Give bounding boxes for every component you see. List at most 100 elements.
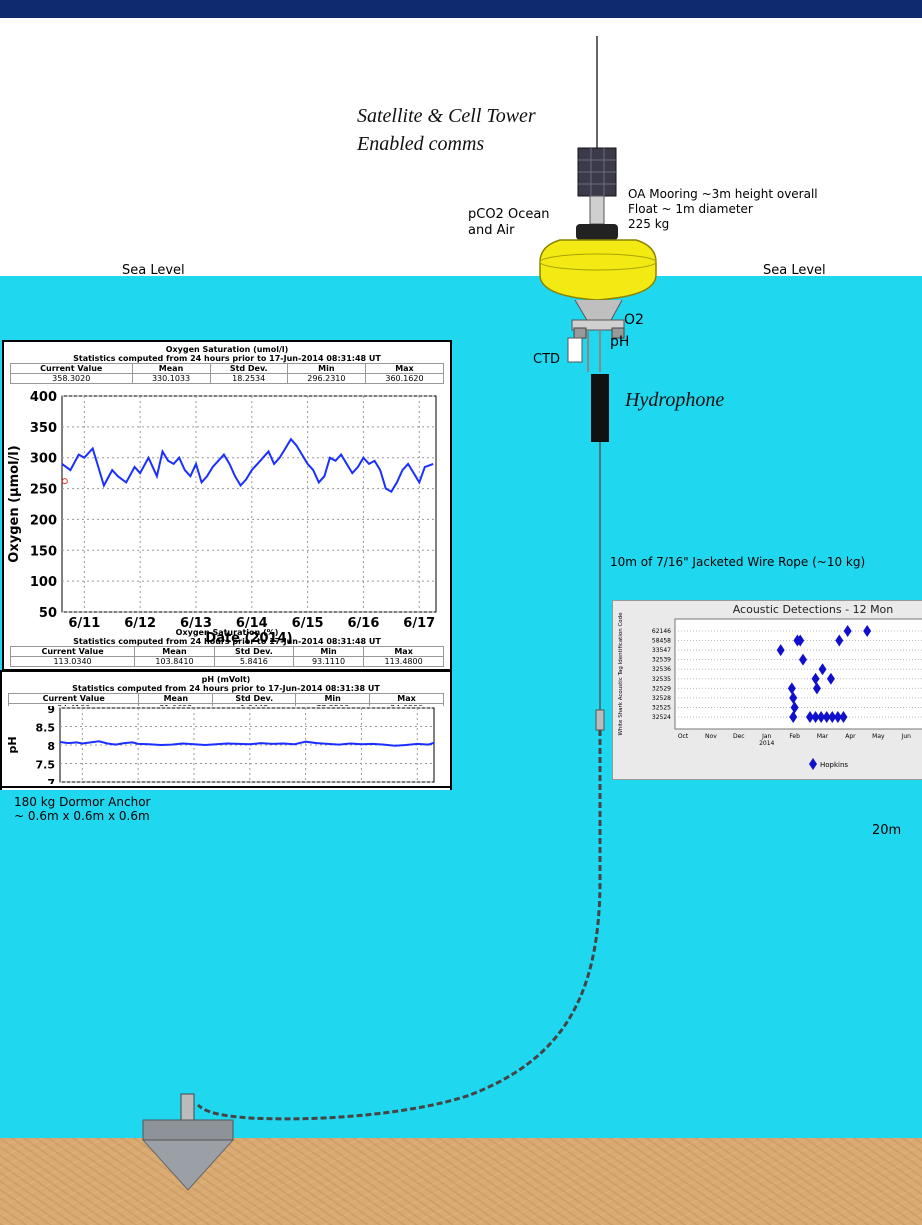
seabed — [0, 1138, 922, 1225]
x-tick-label: 6/11 — [68, 616, 100, 631]
y-tick-label: 58458 — [652, 638, 671, 645]
x-tick-label: Jun — [901, 733, 912, 740]
y-tick-label: 32535 — [652, 676, 671, 683]
oxygen-pct-stats-subtitle: Statistics computed from 24 hours prior … — [73, 637, 381, 646]
oxygen-pct-stats-title: Oxygen Saturation (%) — [175, 628, 279, 637]
detection-marker — [796, 634, 805, 647]
x-tick-label: Apr — [845, 733, 856, 740]
sea-level-label-right: Sea Level — [763, 263, 826, 278]
oxygen-stats-table: Current Value Mean Std Dev. Min Max 358.… — [10, 363, 445, 384]
x-tick-label: Nov — [705, 733, 717, 740]
detection-marker — [843, 625, 852, 637]
stats-value: 103.8410 — [134, 656, 215, 667]
ph-stats-subtitle: Statistics computed from 24 hours prior … — [72, 684, 380, 693]
sea-level-label-left: Sea Level — [122, 263, 185, 278]
x-tick-label: 6/17 — [403, 616, 435, 631]
stats-header: Std Dev. — [213, 646, 294, 657]
x-tick-label: Mar — [817, 733, 829, 740]
y-axis-label: pH — [6, 736, 19, 753]
outlier-point — [61, 478, 68, 485]
plot-area — [674, 618, 922, 730]
wire-rope-label: 10m of 7/16" Jacketed Wire Rope (~10 kg) — [610, 555, 866, 569]
stats-header: Std Dev. — [209, 363, 288, 374]
y-tick-label: 8 — [47, 740, 55, 753]
depth-label: 20m — [872, 823, 902, 838]
oxygen-stats-subtitle: Statistics computed from 24 hours prior … — [73, 354, 381, 363]
detection-marker — [789, 711, 798, 723]
satellite-label: Satellite & Cell Tower Enabled comms — [357, 105, 536, 155]
acoustic-chart: Acoustic Detections - 12 Mon325243252532… — [618, 603, 922, 770]
detection-marker — [799, 653, 807, 666]
detection-marker — [835, 634, 844, 647]
y-tick-label: 200 — [30, 513, 57, 528]
anchor-shackle — [180, 1093, 195, 1121]
y-tick-label: 100 — [30, 575, 57, 590]
y-tick-label: 8.5 — [36, 722, 56, 735]
y-tick-label: 300 — [30, 452, 57, 467]
series-line — [61, 437, 434, 494]
stats-header: Max — [363, 646, 444, 657]
stats-header: Max — [364, 363, 445, 374]
stats-header: Current Value — [9, 646, 136, 657]
ph-sensor-label: pH — [610, 334, 630, 350]
stats-value: 18.2534 — [209, 373, 288, 384]
detection-marker — [839, 711, 848, 723]
sky-area — [0, 18, 922, 276]
top-banner — [0, 0, 922, 18]
stats-header: Min — [286, 363, 366, 374]
x-tick-label: Dec — [733, 733, 745, 740]
y-tick-label: 32529 — [652, 685, 671, 692]
x-tick-label: Feb — [789, 733, 800, 740]
y-tick-label: 32536 — [652, 666, 671, 673]
y-axis-label: Oxygen (µmol/l) — [7, 445, 22, 562]
stats-header: Current Value — [7, 693, 140, 704]
stats-header: Current Value — [10, 363, 133, 374]
series-line — [59, 740, 435, 747]
stats-header: Min — [292, 646, 365, 657]
stats-value: 113.0340 — [9, 656, 136, 667]
dormor-anchor — [141, 1139, 235, 1191]
detection-marker — [818, 663, 827, 676]
stats-value: 358.3020 — [10, 373, 133, 384]
detection-marker — [828, 711, 837, 723]
x-tick-label: May — [872, 733, 885, 740]
y-tick-label: 32525 — [652, 704, 671, 711]
y-tick-label: 250 — [30, 483, 57, 498]
y-tick-label: 7 — [47, 777, 55, 784]
detection-marker — [811, 711, 820, 723]
x-tick-label: 6/14 — [236, 616, 268, 631]
oxygen-stats-title: Oxygen Saturation (umol/l) — [165, 345, 289, 354]
y-tick-label: 350 — [30, 421, 57, 436]
detection-marker — [812, 682, 821, 695]
x-tick-label: 2014 — [759, 740, 774, 747]
y-tick-label: 32528 — [652, 695, 671, 702]
stats-value: 360.1620 — [364, 373, 445, 384]
y-tick-label: 150 — [30, 544, 57, 559]
ph-stats-title: pH (mVolt) — [201, 675, 251, 684]
detection-marker — [789, 691, 798, 704]
ph-chart: 77.588.596/116/126/136/146/156/166/17pH — [6, 706, 435, 784]
x-tick-label: 6/16 — [347, 616, 379, 631]
anchor-label: 180 kg Dormor Anchor~ 0.6m x 0.6m x 0.6m — [14, 795, 151, 823]
chart-title: Acoustic Detections - 12 Mon — [733, 603, 894, 616]
detection-marker — [826, 672, 835, 685]
plot-area — [61, 395, 437, 613]
hydrophone-label: Hydrophone — [625, 389, 725, 411]
stats-value: 113.4800 — [363, 656, 444, 667]
instrument-frame — [571, 319, 625, 331]
buoy-collar — [576, 224, 618, 240]
legend-label: Hopkins — [820, 761, 848, 769]
y-tick-label: 400 — [30, 390, 57, 405]
y-tick-label: 50 — [39, 606, 57, 621]
ctd-label: CTD — [533, 352, 561, 367]
y-tick-label: 9 — [47, 706, 55, 716]
stats-header: Std Dev. — [212, 693, 297, 704]
stats-header: Mean — [134, 646, 215, 657]
o2-sensor-label: O2 — [624, 312, 644, 328]
stats-value: 5.8416 — [213, 656, 294, 667]
